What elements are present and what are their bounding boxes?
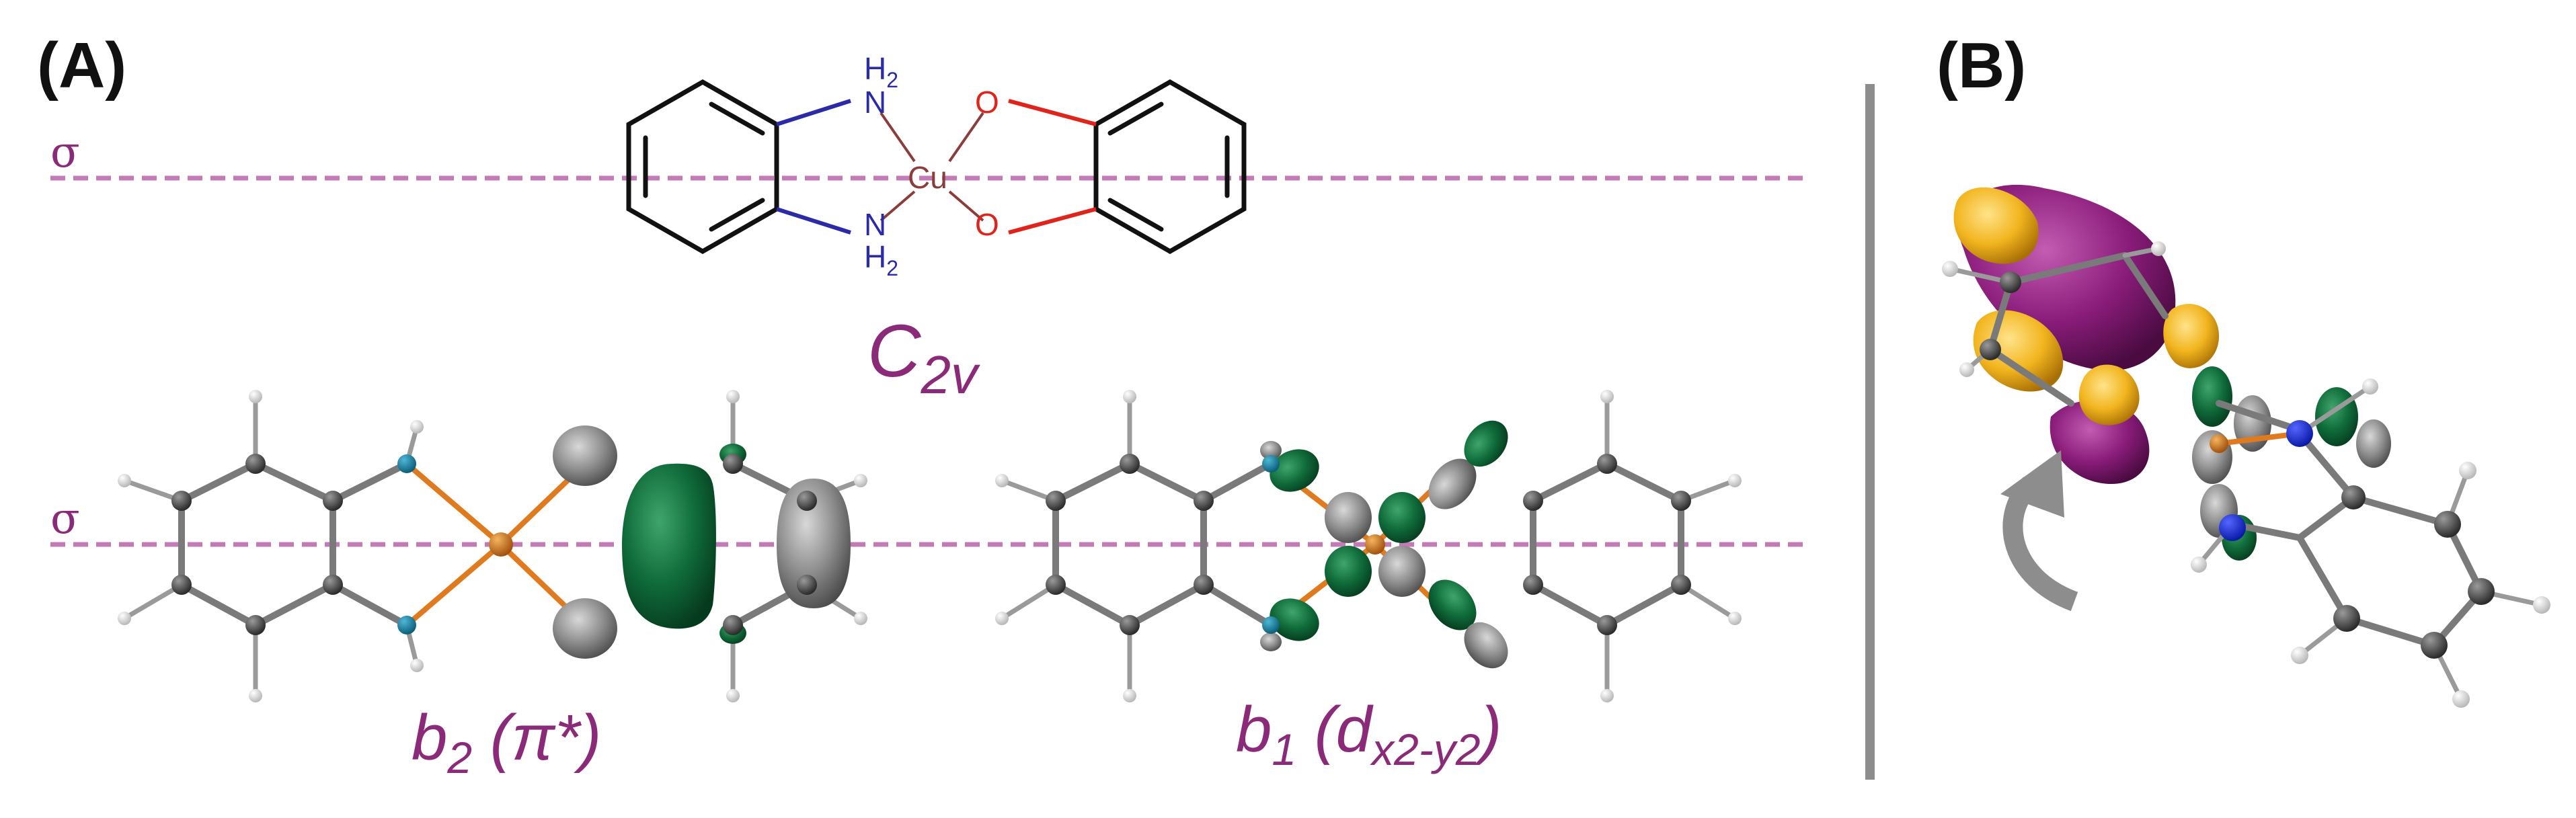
panel-label-b: (B) — [1937, 30, 2026, 101]
orbital-b1-label: b1 (dx2-y2) — [1236, 694, 1502, 774]
nh2-bottom-h: H2 — [864, 239, 898, 280]
nh2-top-n: N — [864, 85, 886, 120]
oxygen-bottom: O — [975, 207, 999, 242]
copper-label: Cu — [908, 160, 947, 195]
point-group-label: C2v — [867, 310, 980, 405]
nh2-bottom-n: N — [864, 207, 886, 242]
skeletal-structure: H2 N N H2 O O Cu — [626, 51, 1247, 280]
orbital-b2-label: b2 (π*) — [412, 702, 601, 782]
rotation-arrow-icon — [2000, 450, 2078, 612]
sigma-label-top: σ — [50, 128, 80, 177]
nh2-top-h: H2 — [864, 51, 898, 92]
oxygen-top: O — [975, 85, 999, 120]
sigma-label-bottom: σ — [50, 494, 80, 544]
orbital-b1-render — [995, 390, 1742, 702]
orbital-b2-render — [118, 390, 867, 702]
panel-label-a: (A) — [37, 30, 126, 101]
panel-b-render — [1942, 184, 2550, 708]
